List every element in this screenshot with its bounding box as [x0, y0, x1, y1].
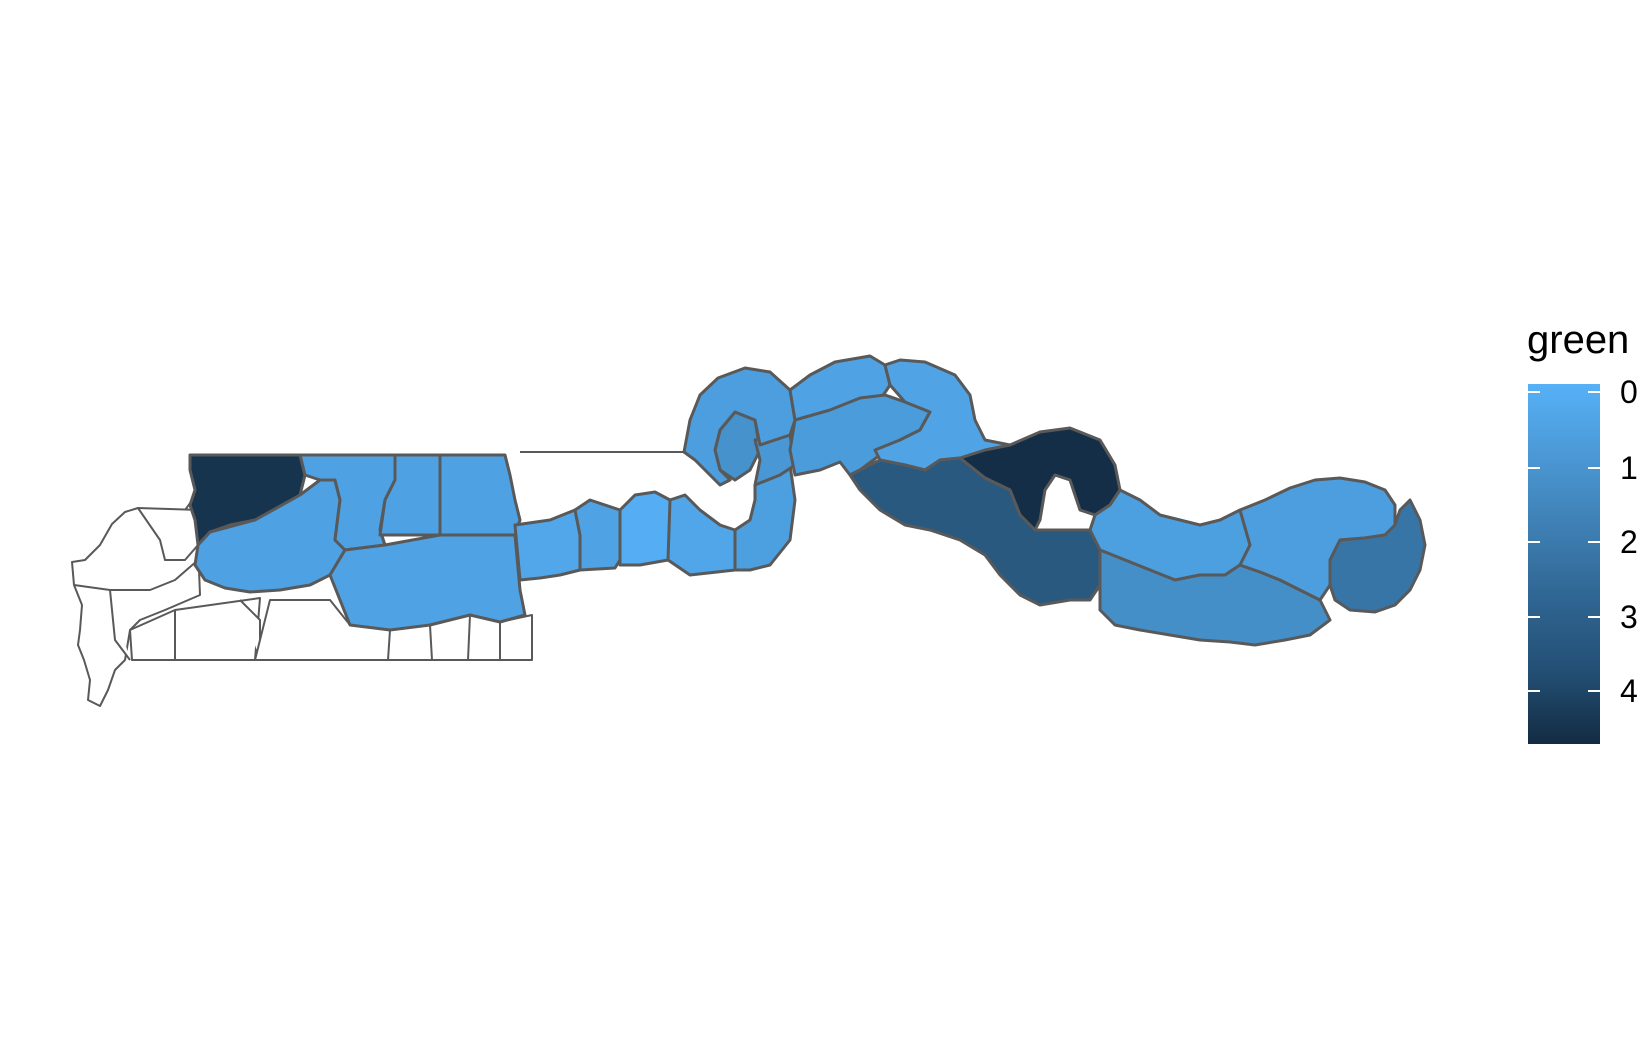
map-region	[618, 490, 674, 567]
map-region	[1098, 548, 1332, 647]
legend-tick	[1588, 541, 1600, 543]
map-region	[682, 366, 797, 487]
map-region	[387, 614, 501, 661]
legend-colorbar	[1528, 384, 1600, 744]
map-region	[73, 559, 199, 661]
legend-label: 1	[1620, 450, 1638, 486]
legend-tick	[1528, 690, 1540, 692]
legend-tick	[1528, 541, 1540, 543]
legend-tick	[1588, 467, 1600, 469]
legend-title: green	[1527, 318, 1630, 362]
legend-label: 0	[1620, 374, 1638, 410]
legend-label: 3	[1620, 599, 1638, 635]
legend-tick	[1588, 391, 1600, 393]
legend-label: 4	[1620, 673, 1638, 709]
map-region	[848, 456, 1102, 607]
map-region	[520, 404, 701, 453]
map-region	[666, 493, 737, 577]
legend-label: 2	[1620, 524, 1638, 560]
legend-tick	[1528, 391, 1540, 393]
legend-tick	[1528, 616, 1540, 618]
map-region	[573, 498, 622, 572]
map-region	[513, 508, 582, 582]
map-region	[1328, 498, 1427, 614]
legend-tick	[1528, 467, 1540, 469]
legend-tick	[1588, 616, 1600, 618]
map-region	[438, 453, 522, 537]
legend-tick	[1588, 690, 1600, 692]
map-region	[733, 463, 797, 572]
map-region	[328, 533, 527, 632]
